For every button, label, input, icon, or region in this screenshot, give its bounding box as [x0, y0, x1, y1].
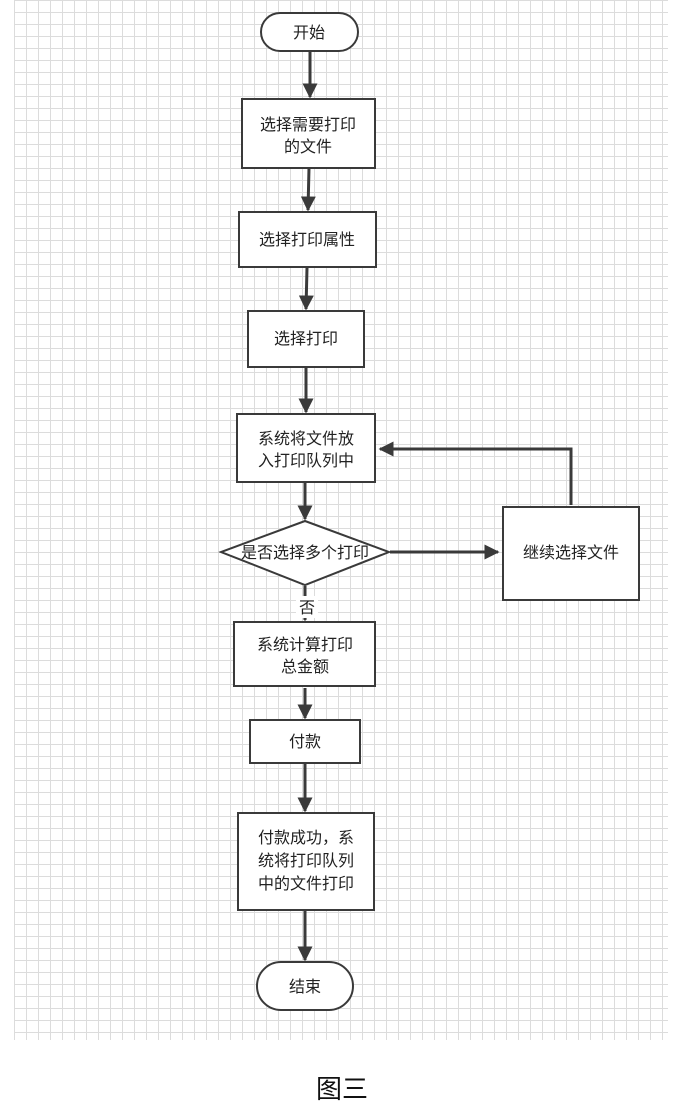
node-payment-success-line-3: 中的文件打印: [258, 874, 354, 893]
node-enqueue-line-2: 入打印队列中: [258, 451, 354, 470]
node-pay: 付款: [249, 719, 361, 764]
edge-label-no: 否: [299, 598, 315, 617]
node-start: 开始: [260, 12, 359, 52]
node-payment-success: 付款成功，系 统将打印队列 中的文件打印: [237, 812, 375, 911]
node-compute-total-line-2: 总金额: [281, 657, 329, 676]
node-select-files: 选择需要打印 的文件: [241, 98, 376, 169]
edges: [297, 51, 573, 962]
edge-select-files-to-props: [300, 167, 316, 212]
edge-label-bg: [296, 596, 318, 618]
edge-props-to-print: [298, 267, 314, 311]
node-select-print: 选择打印: [247, 310, 365, 368]
node-compute-total-line-1: 系统计算打印: [257, 635, 353, 654]
node-end-label: 结束: [289, 977, 321, 996]
node-enqueue-line-1: 系统将文件放: [258, 429, 354, 448]
node-enqueue: 系统将文件放 入打印队列中: [236, 413, 376, 483]
node-pay-label: 付款: [289, 732, 321, 751]
node-continue-select: 继续选择文件: [502, 506, 640, 601]
node-select-files-line-2: 的文件: [284, 137, 332, 156]
edge-continue-back-to-enqueue: [378, 441, 573, 505]
node-select-properties: 选择打印属性: [238, 211, 377, 268]
node-start-label: 开始: [293, 23, 325, 42]
node-end: 结束: [256, 961, 354, 1011]
node-decision: 是否选择多个打印: [218, 519, 392, 587]
node-payment-success-line-1: 付款成功，系: [258, 828, 354, 847]
node-select-properties-label: 选择打印属性: [259, 230, 355, 249]
figure-caption: 图三: [316, 1075, 368, 1105]
node-compute-total: 系统计算打印 总金额: [233, 621, 376, 687]
node-payment-success-line-2: 统将打印队列: [258, 851, 354, 870]
node-select-print-label: 选择打印: [274, 329, 338, 348]
node-continue-select-label: 继续选择文件: [523, 543, 619, 562]
node-select-files-line-1: 选择需要打印: [260, 115, 356, 134]
node-decision-label: 是否选择多个打印: [241, 543, 369, 562]
